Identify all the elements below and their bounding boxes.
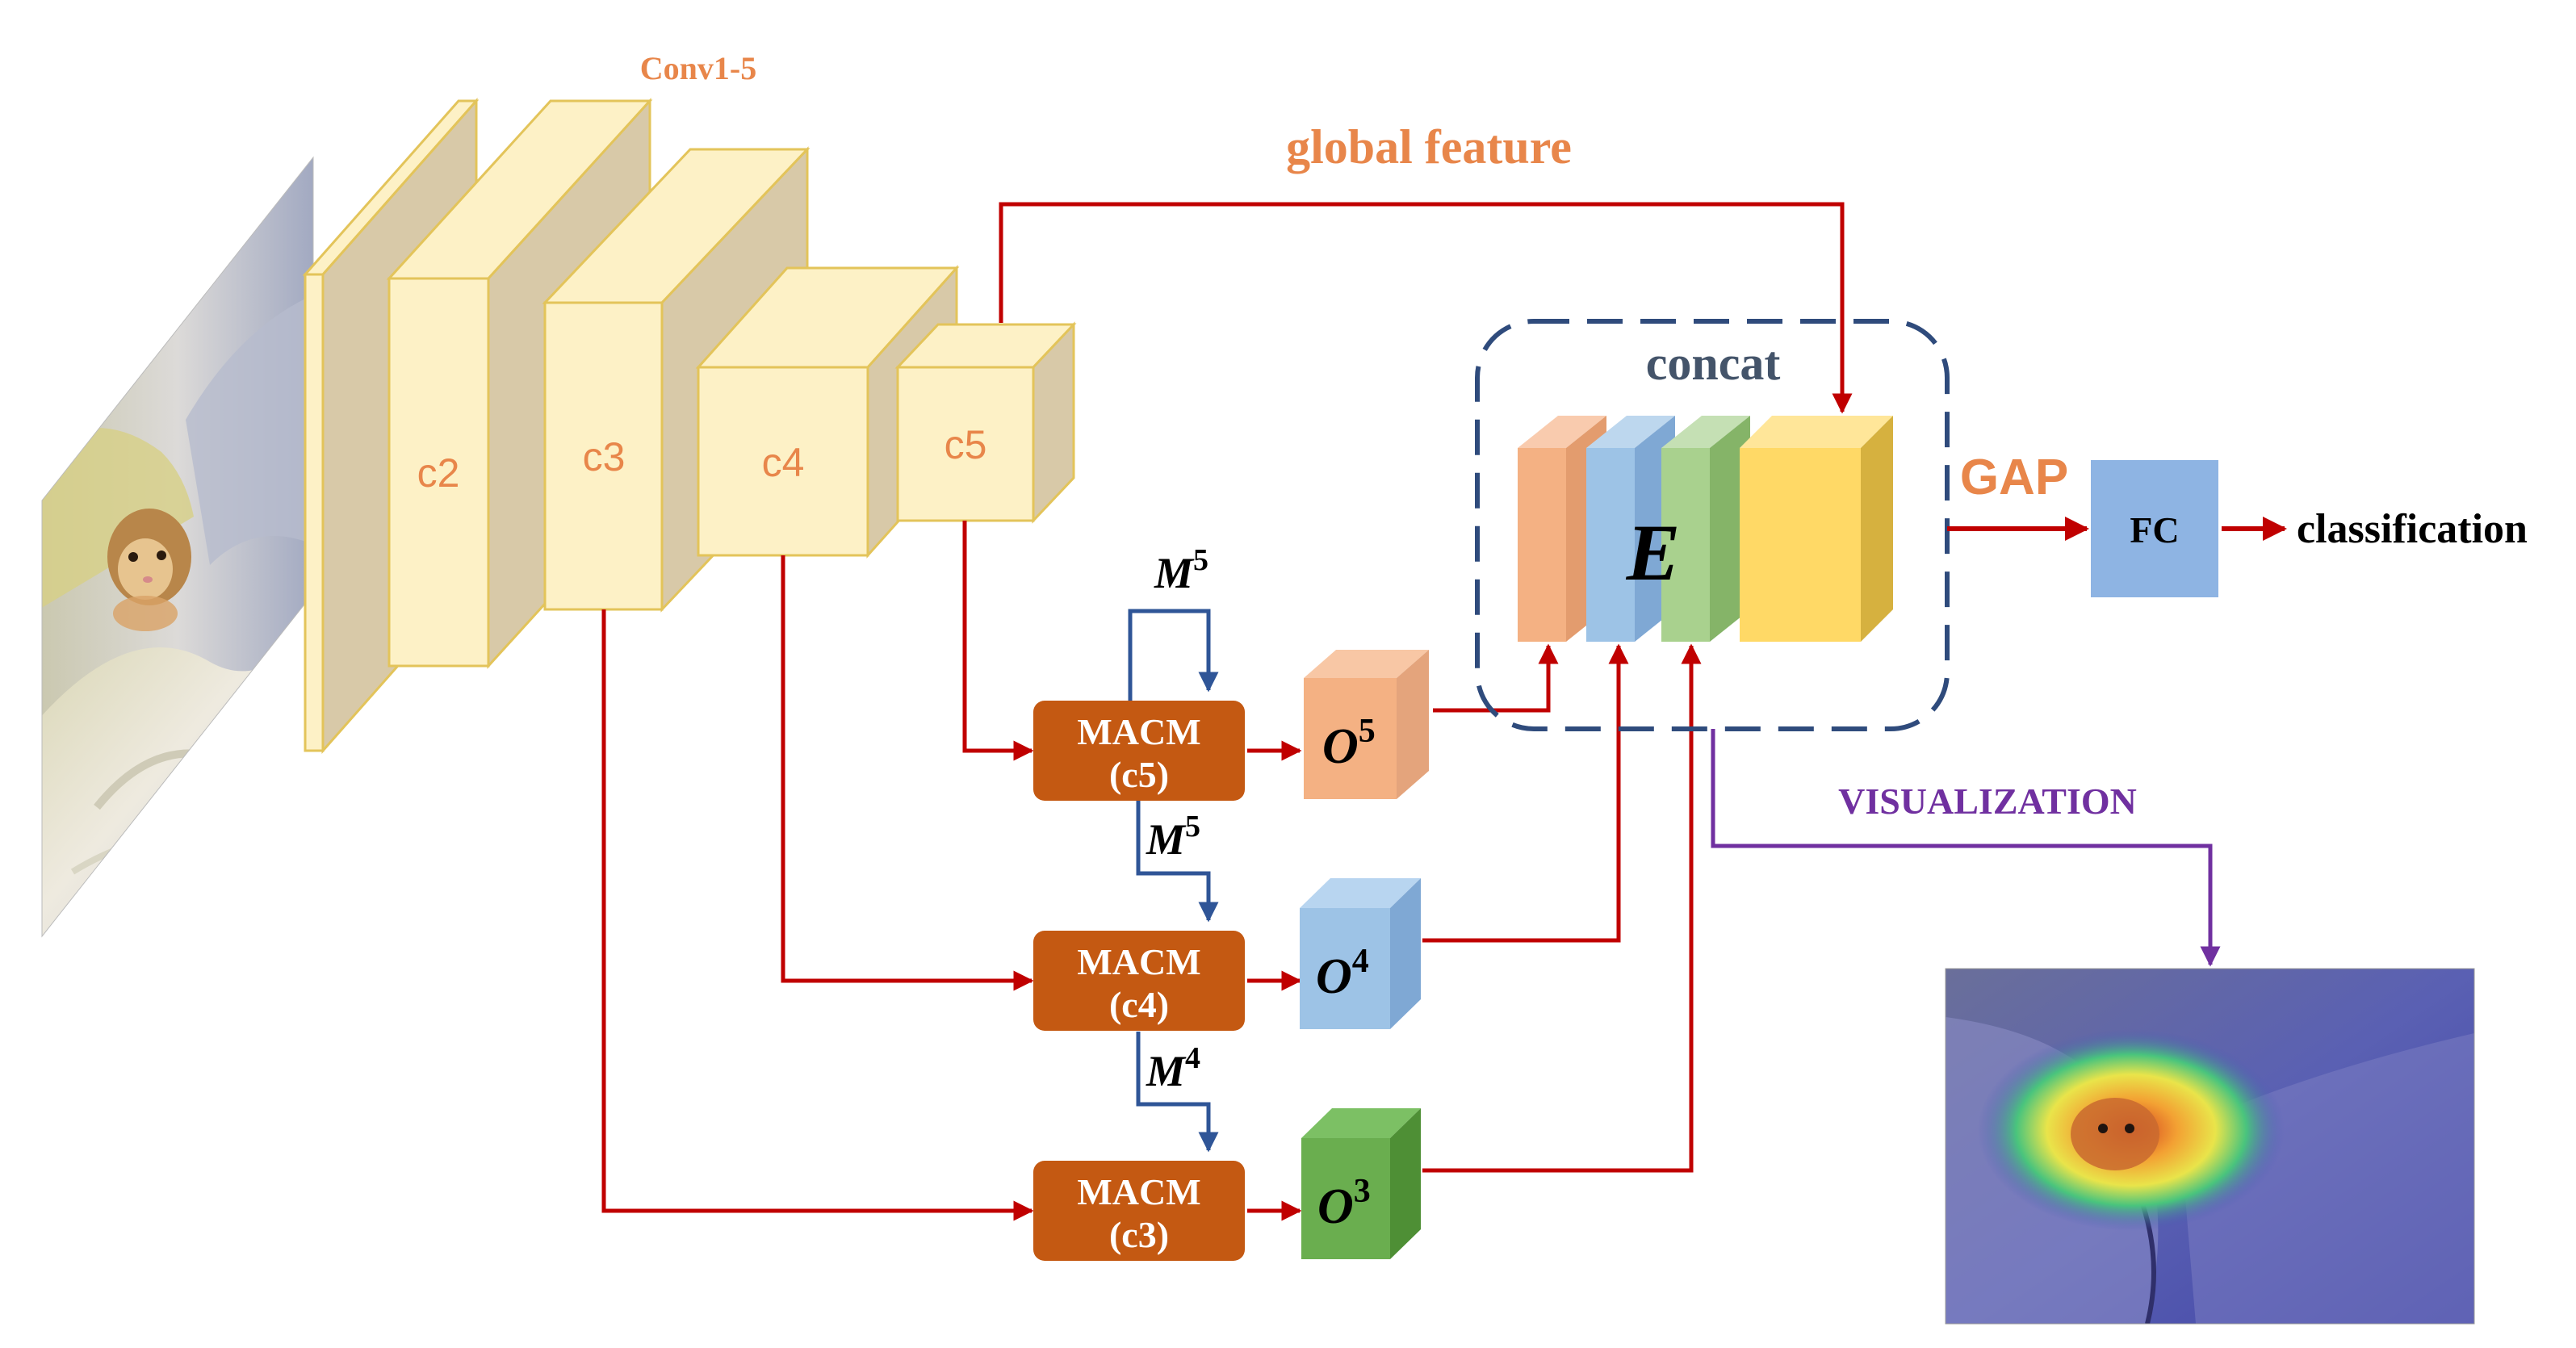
classification-label: classification [2297,506,2528,552]
concat-label: concat [1646,337,1781,390]
svg-text:MACM: MACM [1077,941,1200,982]
concat-features: E [1518,416,1893,642]
svg-text:O4: O4 [1316,943,1369,1004]
macm-block-c5: MACM (c5) [1033,701,1245,801]
global-feature-label: global feature [1286,120,1572,174]
visualization-label: VISUALIZATION [1838,781,2137,822]
svg-text:O5: O5 [1322,713,1376,774]
svg-text:MACM: MACM [1077,711,1200,752]
conv-group-label: Conv1-5 [640,50,756,86]
svg-text:MACM: MACM [1077,1171,1200,1212]
o3-cube: O3 [1301,1108,1421,1259]
svg-text:(c5): (c5) [1109,754,1169,795]
fc-label: FC [2130,509,2179,551]
input-image [42,157,313,936]
output-head: GAP FC classification [1947,450,2528,597]
svg-text:(c4): (c4) [1109,984,1169,1025]
c5-label: c5 [945,422,987,467]
m-label-1: M5 [1154,543,1208,597]
o-to-concat-arrows [1422,643,1702,1173]
fc-box [2091,460,2218,597]
c3-label: c3 [583,434,626,479]
svg-text:O3: O3 [1317,1173,1371,1234]
o4-cube: O4 [1300,878,1421,1029]
concat-box: concat [1475,319,1950,731]
svg-text:(c3): (c3) [1109,1214,1169,1255]
e-label: E [1626,508,1681,597]
visualization-path: VISUALIZATION [1711,729,2221,967]
macm-block-c4: MACM (c4) [1033,931,1245,1031]
macm-block-c3: MACM (c3) [1033,1161,1245,1261]
global-feature-path: global feature [999,120,1853,414]
conv-stack: c2 c3 c4 c5 Conv1-5 [302,50,1077,754]
o5-cube: O5 [1304,650,1429,799]
m-label-2: M5 [1146,810,1200,864]
c2-label: c2 [417,450,460,496]
svg-text:M5: M5 [1154,543,1208,597]
svg-text:M4: M4 [1146,1041,1200,1095]
visualization-image [1946,969,2474,1324]
m-arrows [1128,609,1219,1153]
c4-label: c4 [762,440,805,485]
macm-to-o-arrows [1247,740,1302,1221]
m-label-3: M4 [1146,1041,1200,1095]
conv-block-c5: c5 [894,321,1077,524]
gap-label: GAP [1960,450,2068,505]
svg-text:M5: M5 [1146,810,1200,864]
conv-to-macm-arrows [601,521,1034,1221]
